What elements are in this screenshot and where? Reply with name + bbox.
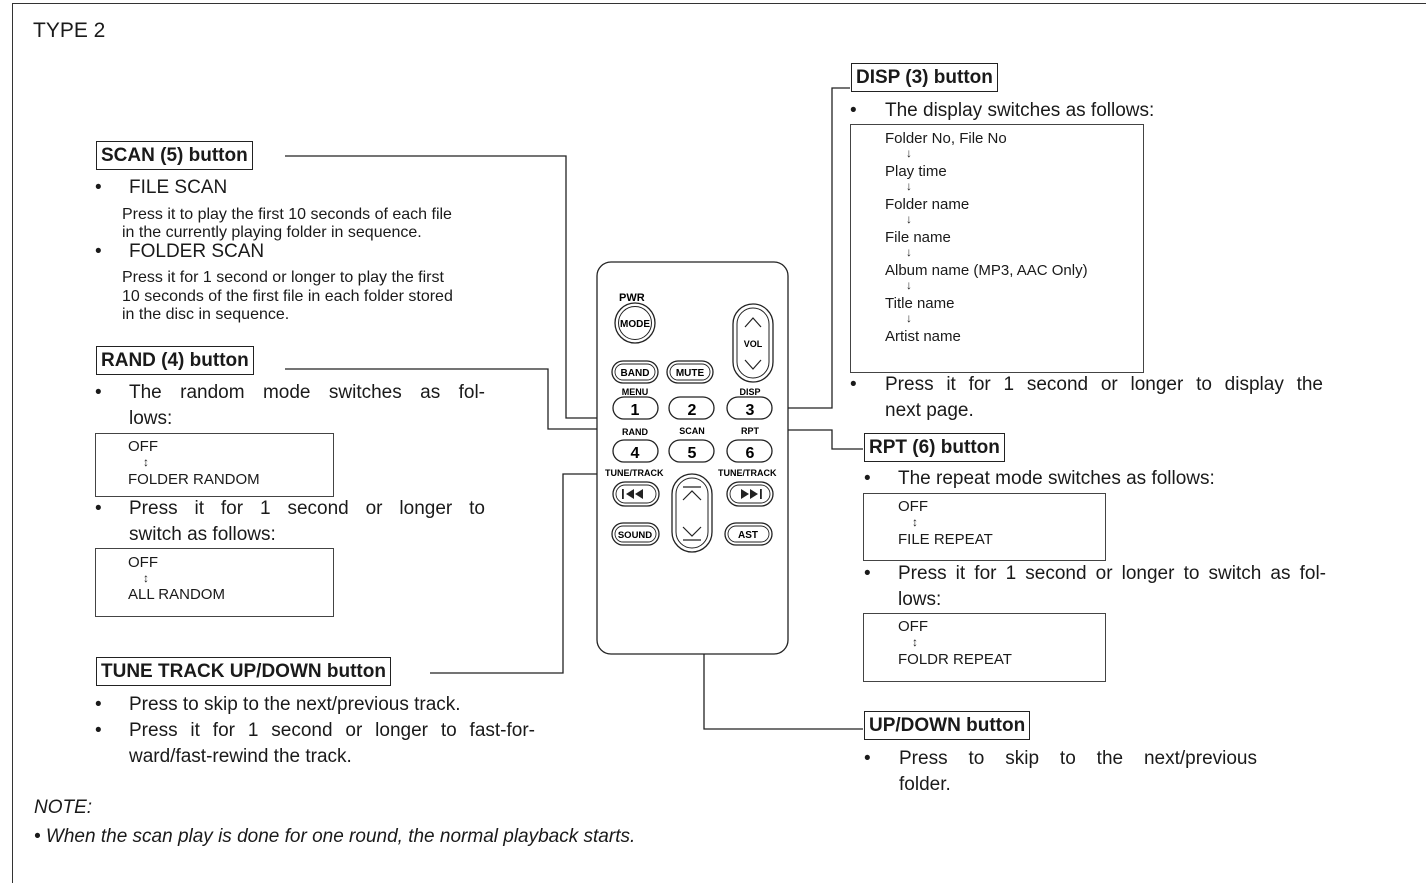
svg-text:5: 5 [688,445,697,462]
note-label: NOTE: [34,797,93,818]
svg-text:2: 2 [688,402,697,419]
updown-rocker[interactable] [671,473,713,553]
scan-label: SCAN [679,426,705,436]
scan-folder-desc-3: in the disc in sequence. [122,306,290,323]
svg-text:1: 1 [631,402,640,419]
menu-label: MENU [622,387,649,397]
note-text: • When the scan play is done for one rou… [34,826,636,847]
key-2[interactable]: 2 [668,396,715,420]
track-next-button[interactable] [726,481,774,507]
disp-cycle-box: Folder No, File No ↓ Play time ↓ Folder … [850,124,1144,373]
mode-label: MODE [620,319,650,330]
vol-down-icon [744,359,762,370]
track-prev-button[interactable] [612,481,660,507]
disp-item-5: Title name [885,295,955,312]
key-6[interactable]: 6 [726,439,773,463]
ast-button[interactable]: AST [724,522,773,546]
scan-file-desc-2: in the currently playing folder in seque… [122,224,422,241]
disp-item-6: Artist name [885,328,961,345]
disp-item-3: File name [885,229,951,246]
rand-mode-box-2: OFF ↕ ALL RANDOM [95,548,334,617]
rand-header: RAND (4) button [96,346,254,375]
key-5[interactable]: 5 [668,439,715,463]
vol-rocker[interactable] [732,303,774,383]
scan-folder-desc-1: Press it for 1 second or longer to play … [122,269,444,286]
svg-text:MUTE: MUTE [676,368,705,379]
disp-item-1: Play time [885,163,947,180]
pwr-label: PWR [619,292,645,304]
scan-file-desc-1: Press it to play the first 10 seconds of… [122,206,452,223]
svg-text:AST: AST [738,530,758,541]
rand-label: RAND [622,427,648,437]
svg-text:BAND: BAND [621,368,650,379]
rand-mode-box-1: OFF ↕ FOLDER RANDOM [95,433,334,497]
svg-text:SOUND: SOUND [618,530,652,541]
band-button[interactable] [611,360,659,384]
disp-header: DISP (3) button [851,63,998,92]
scan-folder-desc-2: 10 seconds of the first file in each fol… [122,288,453,305]
tune-left-label: TUNE/TRACK [605,468,664,478]
disp-item-4: Album name (MP3, AAC Only) [885,262,1088,279]
scan-header: SCAN (5) button [96,141,253,170]
key-1[interactable]: 1 [612,396,659,420]
page-title: TYPE 2 [33,19,106,42]
mute-button[interactable] [666,360,714,384]
mode-button[interactable] [614,302,656,344]
page-frame [12,3,1426,883]
disp-item-2: Folder name [885,196,970,213]
key-3[interactable]: 3 [726,396,773,420]
svg-text:6: 6 [746,445,755,462]
vol-up-icon [744,317,762,328]
rpt-mode-box-2: OFF ↕ FOLDR REPEAT [863,613,1106,682]
key-4[interactable]: 4 [612,439,659,463]
disp-label: DISP [739,387,760,397]
vol-label: VOL [744,339,763,349]
rpt-header: RPT (6) button [864,433,1005,462]
svg-text:3: 3 [746,402,755,419]
rpt-label: RPT [741,426,760,436]
sound-button[interactable]: SOUND [611,522,660,546]
tune-header: TUNE TRACK UP/DOWN button [96,657,391,686]
rpt-mode-box-1: OFF ↕ FILE REPEAT [863,493,1106,561]
tune-right-label: TUNE/TRACK [718,468,777,478]
disp-item-0: Folder No, File No [885,130,1007,147]
updown-header: UP/DOWN button [864,711,1031,740]
svg-text:4: 4 [631,445,640,462]
